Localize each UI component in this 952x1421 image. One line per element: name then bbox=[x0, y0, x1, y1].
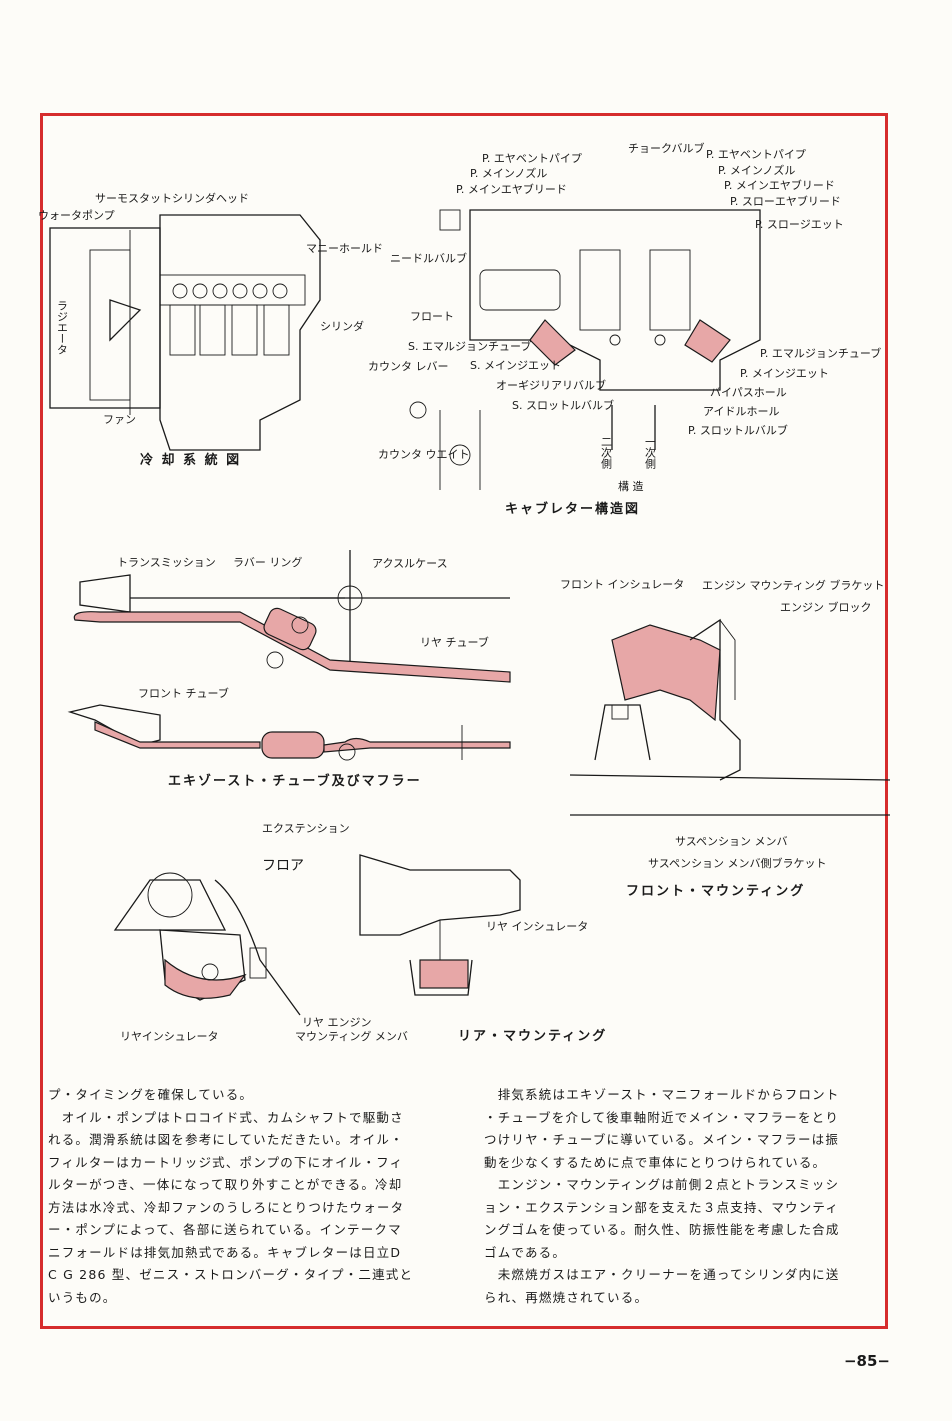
exhaust-label-rubber-ring: ラバー リング bbox=[233, 555, 302, 569]
text-line: フィルターはカートリッジ式、ポンプの下にオイル・フィ bbox=[48, 1154, 404, 1170]
carb-label-counter-lever: カウンタ レバー bbox=[368, 360, 449, 373]
front-label-suspension-bracket: サスペンション メンバ側ブラケット bbox=[648, 856, 827, 870]
text-line: ゴムである。 bbox=[484, 1244, 567, 1260]
cooling-label-fan: ファン bbox=[103, 413, 136, 426]
text-line: エンジン・マウンティングは前側２点とトランスミッシ bbox=[484, 1177, 840, 1192]
carb-label-choke-valve: チョークバルブ bbox=[628, 141, 704, 155]
rear-label-rear-insulator-left: リヤインシュレータ bbox=[120, 1030, 219, 1043]
text-line: ングゴムを使っている。耐久性、防振性能を考慮した合成 bbox=[484, 1222, 840, 1237]
carb-label-p-slow-air-bleed: P. スローエヤブリード bbox=[730, 194, 841, 208]
front-mounting-diagram: フロント インシュレータ エンジン マウンティング ブラケット エンジン ブロッ… bbox=[560, 578, 891, 899]
cooling-label-manifold: マニーホールド bbox=[306, 242, 383, 255]
cooling-caption: 冷 却 系 統 図 bbox=[140, 452, 241, 468]
cooling-label-cylinder-head: シリンダヘッド bbox=[172, 191, 249, 205]
front-label-front-insulator: フロント インシュレータ bbox=[560, 578, 684, 591]
carburetor-caption: キャブレター構造図 bbox=[505, 501, 640, 517]
carb-label-float: フロート bbox=[410, 310, 454, 323]
exhaust-label-axle-case: アクスルケース bbox=[372, 557, 448, 570]
exhaust-label-front-tube: フロント チューブ bbox=[138, 686, 229, 700]
text-line: ョン・エクステンション部を支えた３点支持、マウンティ bbox=[484, 1199, 840, 1215]
carb-label-p-air-vent-right: P. エヤベントパイプ bbox=[706, 148, 806, 161]
text-line: ・チューブを介して後車軸附近でメイン・マフラーをとり bbox=[484, 1109, 840, 1125]
rear-mounting-caption: リア・マウンティング bbox=[458, 1028, 607, 1044]
body-text-left-column: プ・タイミングを確保している。 オイル・ポンプはトロコイド式、カムシャフトで駆動… bbox=[48, 1084, 448, 1309]
text-line: られ、再燃焼されている。 bbox=[484, 1289, 649, 1305]
exhaust-diagram: トランスミッション ラバー リング アクスルケース リヤ チューブ フロント チ… bbox=[67, 550, 511, 789]
carb-label-p-emulsion-tube: P. エマルジョンチューブ bbox=[760, 346, 881, 360]
exhaust-label-transmission: トランスミッション bbox=[117, 556, 216, 569]
text-line: いうもの。 bbox=[48, 1289, 117, 1305]
rear-label-mounting-member: マウンティング メンバ bbox=[295, 1029, 408, 1043]
text-line: プ・タイミングを確保している。 bbox=[48, 1087, 254, 1102]
body-text-right-column: 排気系統はエキゾースト・マニフォールドからフロント ・チューブを介して後車軸附近… bbox=[484, 1084, 874, 1309]
carb-label-p-main-air-bleed-right: P. メインエヤブリード bbox=[724, 178, 835, 192]
text-line: オイル・ポンプはトロコイド式、カムシャフトで駆動さ bbox=[48, 1109, 404, 1125]
cooling-label-thermostat: サーモスタット bbox=[95, 192, 172, 205]
text-line: ルターがつき、一体になって取り外すことができる。冷却 bbox=[48, 1177, 403, 1192]
front-mounting-caption: フロント・マウンティング bbox=[626, 883, 805, 899]
red-page-frame bbox=[40, 113, 888, 1329]
front-label-suspension-member: サスペンション メンバ bbox=[675, 835, 788, 848]
carb-label-secondary-side: 二次側 bbox=[600, 436, 613, 469]
carb-label-p-throttle-valve: P. スロットルバルブ bbox=[688, 423, 788, 437]
rear-label-extension: エクステンション bbox=[262, 822, 350, 835]
carb-label-s-main-jet: S. メインジエット bbox=[470, 359, 561, 372]
cooling-label-water-pump: ウォータポンプ bbox=[38, 209, 115, 222]
rear-label-floor: フロア bbox=[262, 858, 304, 874]
page-number: −85− bbox=[843, 1352, 890, 1370]
text-line: れる。潤滑系統は図を参考にしていただきたい。オイル・ bbox=[48, 1132, 404, 1147]
exhaust-caption: エキゾースト・チューブ及びマフラー bbox=[168, 773, 422, 789]
rear-mounting-diagram: エクステンション フロア リヤ インシュレータ リヤインシュレータ リヤ エンジ… bbox=[113, 822, 607, 1044]
text-line: ニフォールドは排気加熱式である。キャブレターは日立D bbox=[48, 1244, 402, 1260]
carb-label-p-main-nozzle-left: P. メインノズル bbox=[470, 166, 547, 180]
carb-label-needle-valve: ニードルバルブ bbox=[390, 251, 467, 265]
cooling-label-cylinder: シリンダ bbox=[320, 319, 364, 333]
carb-label-s-emulsion-tube: S. エマルジョンチューブ bbox=[408, 339, 531, 353]
carb-label-p-main-nozzle-right: P. メインノズル bbox=[718, 163, 795, 177]
cooling-label-radiator: ラジエータ bbox=[56, 300, 69, 355]
text-line: C G 286 型、ゼニス・ストロンバーグ・タイプ・二連式と bbox=[48, 1267, 414, 1282]
carb-label-primary-side: 一次側 bbox=[644, 436, 657, 469]
carb-label-idle-hole: アイドルホール bbox=[703, 405, 779, 418]
front-label-engine-block: エンジン ブロック bbox=[780, 600, 872, 614]
rear-label-rear-insulator-right: リヤ インシュレータ bbox=[486, 920, 588, 933]
carb-label-auxiliary-valve: オーギジリアリバルブ bbox=[496, 378, 606, 392]
front-label-engine-bracket: エンジン マウンティング ブラケット bbox=[702, 578, 884, 592]
text-line: 未燃焼ガスはエア・クリーナーを通ってシリンダ内に送 bbox=[484, 1267, 840, 1282]
text-line: 動を少なくするために点で車体にとりつけられている。 bbox=[484, 1154, 827, 1170]
carb-label-bypass-hole: バイパスホール bbox=[710, 386, 787, 399]
carb-label-p-air-vent-left: P. エヤベントパイプ bbox=[482, 152, 582, 165]
text-line: 排気系統はエキゾースト・マニフォールドからフロント bbox=[484, 1087, 840, 1102]
carburetor-diagram: チョークバルブ P. エヤベントパイプ P. メインノズル P. メインエヤブリ… bbox=[368, 141, 881, 517]
text-line: ー・ポンプによって、各部に送られている。インテークマ bbox=[48, 1222, 402, 1237]
cooling-system-diagram: サーモスタット シリンダヘッド ウォータポンプ マニーホールド ラジエータ シリ… bbox=[38, 191, 383, 468]
carb-label-p-main-jet: P. メインジエット bbox=[740, 367, 829, 380]
carb-label-counter-weight: カウンタ ウエイト bbox=[378, 448, 470, 461]
carb-label-p-slow-jet: P. スロージエット bbox=[755, 218, 844, 231]
carb-label-structure: 構 造 bbox=[618, 479, 644, 493]
carb-label-s-throttle-valve: S. スロットルバルブ bbox=[512, 398, 614, 412]
exhaust-label-rear-tube: リヤ チューブ bbox=[420, 635, 489, 649]
carb-label-p-main-air-bleed-left: P. メインエヤブリード bbox=[456, 182, 567, 196]
rear-label-rear-engine: リヤ エンジン bbox=[302, 1016, 372, 1029]
text-line: つけリヤ・チューブに導いている。メイン・マフラーは振 bbox=[484, 1132, 840, 1147]
text-line: 方法は水冷式、冷却ファンのうしろにとりつけたウォータ bbox=[48, 1199, 405, 1215]
